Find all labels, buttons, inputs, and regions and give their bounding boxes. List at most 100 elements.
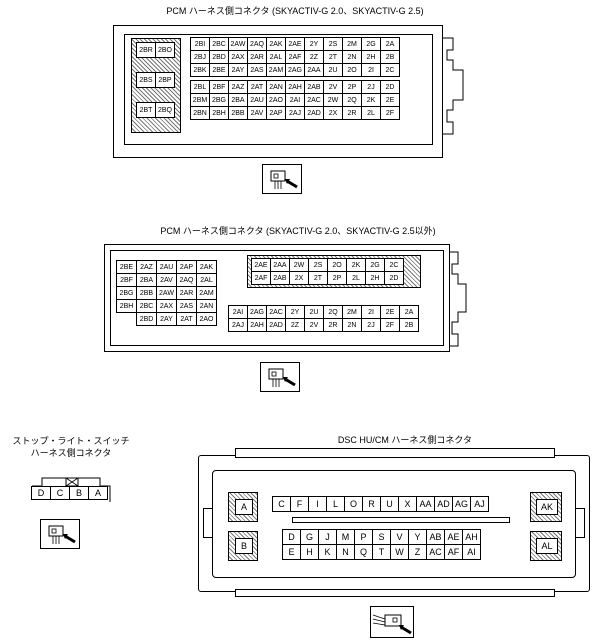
pin-cell: O (344, 496, 363, 512)
pin-cell: 2AU (156, 260, 177, 274)
pin-cell: 2K (361, 93, 381, 107)
pin-cell: 2W (323, 93, 343, 107)
pin-cell: 2D (384, 271, 404, 285)
pin-cell: 2Z (304, 50, 324, 64)
pin-cell: 2BS (136, 72, 156, 88)
pin-cell: Y (408, 529, 427, 545)
pin-cell: S (372, 529, 391, 545)
pin-cell: 2AW (156, 286, 177, 300)
pin-cell: 2H (361, 50, 381, 64)
pin-cell: G (300, 529, 319, 545)
pin-cell: 2J (361, 318, 381, 332)
pin-cell: 2BF (209, 80, 229, 94)
pin-cell: U (380, 496, 399, 512)
pin-cell: 2BE (209, 63, 229, 77)
pin-cell: AF (444, 544, 463, 560)
pin-cell: 2P (342, 80, 362, 94)
pin-cell: 2C (380, 63, 400, 77)
pin-cell: 2V (323, 80, 343, 94)
pin-cell: 2X (289, 271, 309, 285)
pin-cell: 2A (399, 305, 419, 319)
pin-cell: 2AJ (228, 318, 248, 332)
pin-cell: 2N (342, 318, 362, 332)
pin-cell: 2AQ (247, 37, 267, 51)
pin-cell: C (50, 486, 70, 500)
pin-cell: 2AH (247, 318, 267, 332)
pin-cell: 2W (289, 258, 309, 272)
pin-cell: 2BB (228, 106, 248, 120)
pin-cell: 2AL (196, 273, 217, 287)
pin-cell: 2BH (116, 299, 137, 313)
pin-cell: 2AA (304, 63, 324, 77)
dsc-title: DSC HU/CM ハーネス側コネクタ (337, 435, 473, 445)
pin-cell: 2AM (196, 286, 217, 300)
pin-cell: 2AT (176, 312, 197, 326)
pin-cell: T (372, 544, 391, 560)
dsc-top-tab (235, 448, 555, 458)
pcm1-title: PCM ハーネス側コネクタ (SKYACTIV-G 2.0、SKYACTIV-G… (166, 6, 424, 16)
pin-cell: AI (462, 544, 481, 560)
pin-cell: 2AT (247, 80, 267, 94)
pin-cell: 2AG (247, 305, 267, 319)
pin-cell: 2B (399, 318, 419, 332)
pin-cell: 2V (304, 318, 324, 332)
pin-cell: V (390, 529, 409, 545)
pin-cell: 2BK (190, 63, 210, 77)
pin-cell: 2AR (176, 286, 197, 300)
pin-cell: 2F (380, 106, 400, 120)
pin-cell: 2BH (209, 106, 229, 120)
pin-cell: 2BB (136, 286, 157, 300)
pin-cell: 2AX (156, 299, 177, 313)
pin-cell: 2AK (196, 260, 217, 274)
pin-cell: Q (354, 544, 373, 560)
pin-cell: 2Q (323, 305, 343, 319)
pin-cell: AC (426, 544, 445, 560)
pin-cell: AD (434, 496, 453, 512)
pin-cell: 2L (361, 106, 381, 120)
pin-cell: 2AR (247, 50, 267, 64)
pin-cell: 2BG (116, 286, 137, 300)
pin-cell: 2AB (304, 80, 324, 94)
pin-cell: 2M (342, 305, 362, 319)
pin-cell: 2A (380, 37, 400, 51)
pin-cell: 2BF (116, 273, 137, 287)
pin-cell: 2AQ (176, 273, 197, 287)
pin-cell: A (88, 486, 108, 500)
pin-cell: R (362, 496, 381, 512)
pin-cell: 2L (346, 271, 366, 285)
pin-cell: W (390, 544, 409, 560)
pin-cell: 2O (327, 258, 347, 272)
pcm2-title: PCM ハーネス側コネクタ (SKYACTIV-G 2.0、SKYACTIV-G… (160, 226, 436, 236)
pin-cell: I (308, 496, 327, 512)
pin-cell: J (318, 529, 337, 545)
pin-cell: N (336, 544, 355, 560)
pin-cell: 2M (342, 37, 362, 51)
pin-cell: 2AE (251, 258, 271, 272)
pin-cell: K (318, 544, 337, 560)
pin-cell: M (336, 529, 355, 545)
pin-cell: D (31, 486, 51, 500)
pin-cell (116, 312, 137, 326)
pin-cell: 2T (323, 50, 343, 64)
pin-cell: 2AG (285, 63, 305, 77)
pin-cell: 2AA (270, 258, 290, 272)
dsc-center-divider (292, 517, 510, 523)
pin-cell: 2AI (285, 93, 305, 107)
pin-cell: 2Z (285, 318, 305, 332)
pin-cell: 2AD (266, 318, 286, 332)
pin-cell: 2AO (196, 312, 217, 326)
pin-cell: 2AY (156, 312, 177, 326)
pin-cell: 2Y (285, 305, 305, 319)
pin-cell: 2AE (285, 37, 305, 51)
dsc-pin-b: B (235, 538, 253, 554)
pin-cell: 2G (361, 37, 381, 51)
dsc-pin-ak: AK (536, 499, 558, 515)
pin-cell: 2BR (136, 42, 156, 58)
pin-cell: 2AP (266, 106, 286, 120)
pin-cell: 2BD (136, 312, 157, 326)
pcm2-side-latch (450, 251, 467, 347)
